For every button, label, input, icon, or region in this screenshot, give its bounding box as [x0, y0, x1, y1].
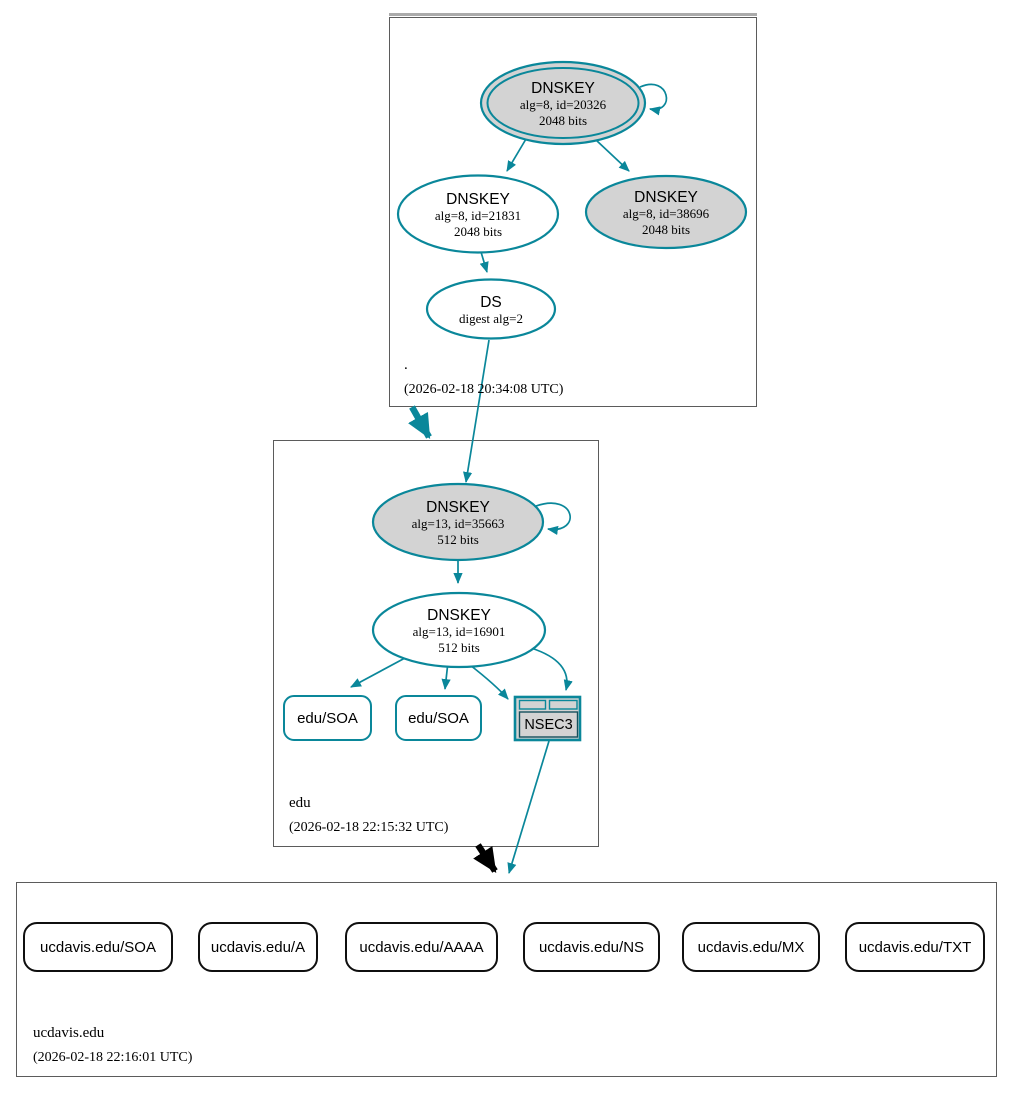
root-ksk-node[interactable]: DNSKEY alg=8, id=20326 2048 bits [481, 80, 645, 128]
root-ds-node[interactable]: DS digest alg=2 [427, 294, 555, 327]
edu-zone-label: edu [289, 795, 311, 811]
root-ksk2-size: 2048 bits [641, 221, 691, 237]
root-ds-params: digest alg=2 [458, 311, 524, 327]
edu-soa-label-1: edu/SOA [297, 709, 358, 727]
nsec3-label-cell [518, 711, 579, 738]
root-zsk-node[interactable]: DNSKEY alg=8, id=21831 2048 bits [398, 191, 558, 239]
edu-ksk-size: 512 bits [437, 531, 479, 547]
root-zone-top-strip [389, 13, 757, 16]
ucdavis-zone-label: ucdavis.edu [33, 1025, 105, 1041]
root-ksk2-node[interactable]: DNSKEY alg=8, id=38696 2048 bits [586, 189, 746, 237]
edu-zsk-ellipse[interactable] [371, 591, 547, 669]
nsec3-node-label[interactable]: NSEC3 [524, 716, 573, 733]
root-zone-box [389, 17, 757, 407]
edu-zsk-params: alg=13, id=16901 [412, 624, 506, 640]
edge-edu-ksk-selfsign [535, 502, 571, 536]
edu-ksk-ellipse[interactable] [371, 482, 545, 562]
edu-zsk-node[interactable]: DNSKEY alg=13, id=16901 512 bits [373, 607, 545, 655]
ucdavis-aaaa-node[interactable]: ucdavis.edu/AAAA [345, 922, 498, 972]
ucdavis-ns-node[interactable]: ucdavis.edu/NS [523, 922, 660, 972]
ucdavis-a-label: ucdavis.edu/A [210, 938, 306, 956]
root-ksk-size: 2048 bits [538, 112, 588, 128]
root-ds-type: DS [480, 294, 502, 311]
ucdavis-zone-timestamp: (2026-02-18 22:16:01 UTC) [33, 1050, 193, 1065]
nsec3-cell-left [518, 699, 547, 710]
root-zone-timestamp: (2026-02-18 20:34:08 UTC) [404, 382, 564, 397]
ucdavis-mx-label: ucdavis.edu/MX [697, 938, 805, 956]
root-ksk2-ellipse[interactable] [584, 174, 748, 250]
edge-root-ksk-to-zsk [506, 138, 527, 172]
edu-soa-node-2[interactable]: edu/SOA [395, 695, 482, 741]
nsec3-cell-right [548, 699, 578, 710]
edu-ksk-type: DNSKEY [426, 499, 490, 516]
root-ksk2-params: alg=8, id=38696 [622, 206, 710, 222]
root-ksk-ellipse-inner [486, 67, 640, 139]
ucdavis-mx-node[interactable]: ucdavis.edu/MX [682, 922, 820, 972]
root-zsk-type: DNSKEY [446, 191, 510, 208]
root-ksk-type: DNSKEY [531, 80, 595, 97]
edge-root-ksk-to-ksk2 [595, 139, 630, 172]
edu-soa-node-1[interactable]: edu/SOA [283, 695, 372, 741]
ucdavis-txt-label: ucdavis.edu/TXT [858, 938, 972, 956]
edge-root-zsk-to-ds [479, 251, 489, 273]
root-zone-label: . [404, 357, 408, 373]
edge-root-ksk-selfsign [639, 83, 668, 116]
edge-ds-to-edu-ksk [463, 339, 490, 484]
ucdavis-zone-box [16, 882, 997, 1077]
edge-nsec3-to-ucdavis [507, 740, 550, 874]
edu-ksk-params: alg=13, id=35663 [411, 516, 505, 532]
edu-ksk-node[interactable]: DNSKEY alg=13, id=35663 512 bits [373, 499, 543, 547]
ucdavis-soa-node[interactable]: ucdavis.edu/SOA [23, 922, 173, 972]
root-zsk-size: 2048 bits [453, 223, 503, 239]
edu-zsk-size: 512 bits [438, 639, 480, 655]
edu-zsk-type: DNSKEY [427, 607, 491, 624]
root-zsk-ellipse[interactable] [396, 174, 560, 254]
root-ds-ellipse[interactable] [425, 278, 557, 340]
ucdavis-txt-node[interactable]: ucdavis.edu/TXT [845, 922, 985, 972]
root-zsk-params: alg=8, id=21831 [434, 208, 522, 224]
ucdavis-a-node[interactable]: ucdavis.edu/A [198, 922, 318, 972]
ucdavis-ns-label: ucdavis.edu/NS [538, 938, 645, 956]
root-ksk2-type: DNSKEY [634, 189, 698, 206]
edge-edu-zsk-to-nsec3-right [530, 647, 573, 692]
ucdavis-aaaa-label: ucdavis.edu/AAAA [359, 938, 484, 956]
edge-secure-delegation-root-to-edu [408, 405, 432, 440]
edge-edu-zsk-to-soa1 [350, 657, 406, 688]
edge-insecure-delegation-edu-to-ucdavis [473, 843, 498, 873]
root-ksk-ellipse-outer[interactable] [479, 60, 647, 146]
edu-zone-timestamp: (2026-02-18 22:15:32 UTC) [289, 820, 449, 835]
edu-soa-label-2: edu/SOA [408, 709, 469, 727]
edu-zone-box [273, 440, 599, 847]
root-ksk-params: alg=8, id=20326 [519, 97, 607, 113]
ucdavis-soa-label: ucdavis.edu/SOA [40, 938, 156, 956]
edge-edu-zsk-to-nsec3-left [469, 664, 509, 700]
